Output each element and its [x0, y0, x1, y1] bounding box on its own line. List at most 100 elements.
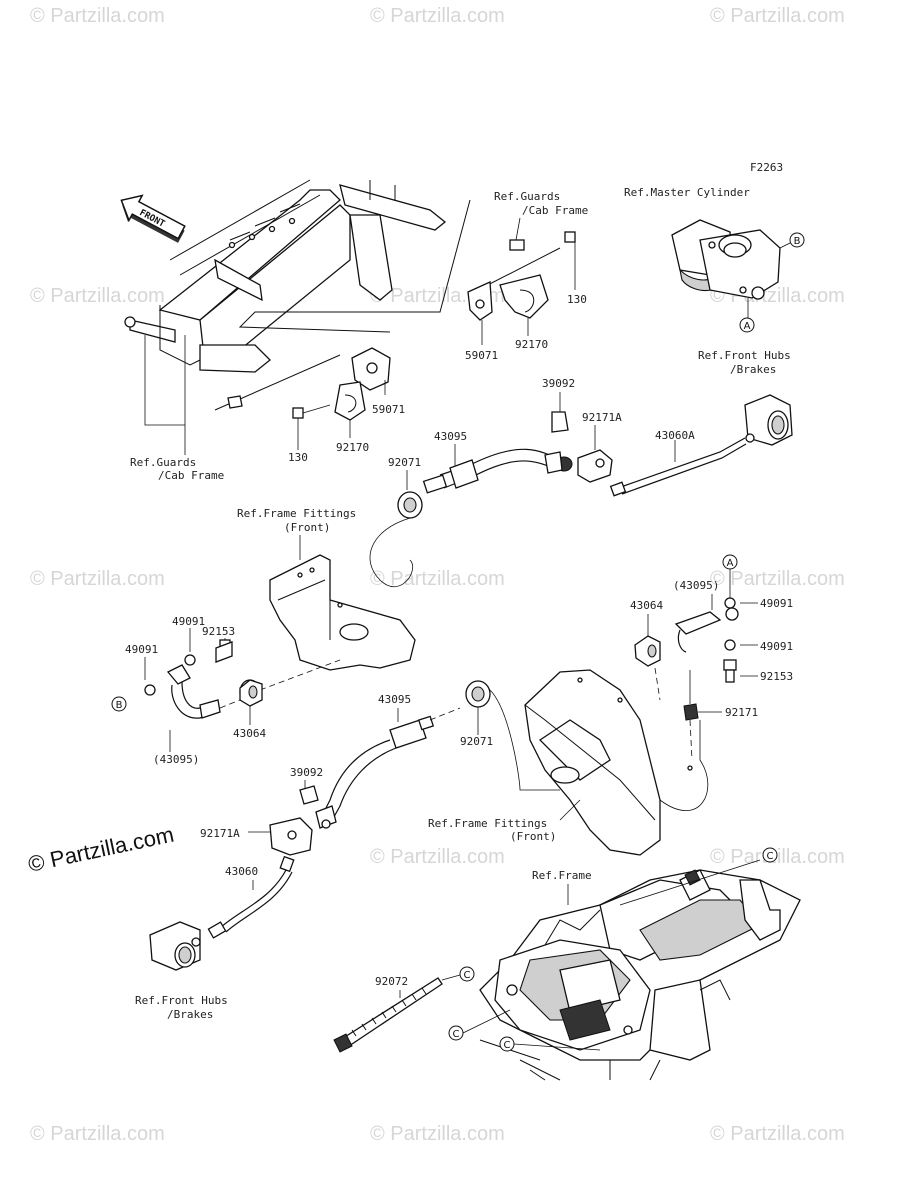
- part-label-43060: 43060: [225, 865, 258, 878]
- part-label-92170-top: 92170: [515, 338, 548, 351]
- clip-39092-top: [551, 411, 569, 433]
- watermark-text: © Partzilla.com: [30, 1123, 165, 1145]
- part-label-92171a-mid: 92171A: [200, 827, 240, 840]
- grommet-92071-mid: [465, 680, 491, 708]
- ref-front-hubs-top-2: /Brakes: [730, 363, 776, 376]
- part-label-43095-right: (43095): [673, 579, 719, 592]
- ref-frame: Ref.Frame: [532, 869, 592, 882]
- brake-hose-43095-left: [166, 664, 241, 719]
- callout-c-top: [762, 847, 778, 863]
- bolt-92153-right: [723, 659, 737, 683]
- front-hub-caliper-bottom: [149, 921, 201, 971]
- ref-front-hubs-top: Ref.Front Hubs: [698, 349, 791, 362]
- part-label-59071-mid: 59071: [372, 403, 405, 416]
- part-label-49091-right-a: 49091: [760, 597, 793, 610]
- front-hub-caliper-top: [744, 394, 793, 446]
- callout-b-top: [789, 232, 805, 248]
- part-label-92170-mid: 92170: [336, 441, 369, 454]
- frame-fitting-right-drawing: [524, 669, 693, 856]
- brake-hose-43095-top: [422, 448, 573, 494]
- part-label-49091-left-b: 49091: [125, 643, 158, 656]
- watermark-text: © Partzilla.com: [710, 846, 845, 868]
- watermark-text: © Partzilla.com: [30, 5, 165, 27]
- watermark-large: © Partzilla.com: [26, 822, 176, 877]
- callout-c-top-label: C: [767, 851, 774, 862]
- watermark-text: © Partzilla.com: [370, 1123, 505, 1145]
- grommet-43064-left: [239, 679, 263, 707]
- bolt-92153-top: [477, 239, 561, 291]
- watermark-text: © Partzilla.com: [710, 5, 845, 27]
- bracket-92171a-top: [577, 449, 613, 483]
- watermark-text: © Partzilla.com: [370, 5, 505, 27]
- watermark-text: © Partzilla.com: [370, 568, 505, 590]
- ref-front-hubs-bottom-2: /Brakes: [167, 1008, 213, 1021]
- part-label-39092-top: 39092: [542, 377, 575, 390]
- washer-49091-right-a: [724, 597, 736, 609]
- clamp-59071-mid: [351, 347, 391, 391]
- ref-guards-cab-frame-top-2: /Cab Frame: [522, 204, 588, 217]
- cable-tie-92072: [333, 977, 443, 1053]
- watermark-text: © Partzilla.com: [30, 285, 165, 307]
- callout-c-mid-label: C: [464, 970, 471, 981]
- part-label-130-top: 130: [567, 293, 587, 306]
- front-arrow-icon: FRONT: [120, 194, 186, 243]
- grommet-92071-top: [397, 491, 423, 519]
- clip-92171-right: [683, 703, 699, 721]
- part-label-130-mid: 130: [288, 451, 308, 464]
- callout-a-right-label: A: [727, 558, 734, 569]
- watermark-text: © Partzilla.com: [710, 1123, 845, 1145]
- ref-frame-fittings-left-2: (Front): [284, 521, 330, 534]
- brake-hose-43095-right: [674, 607, 739, 653]
- part-label-43064-right: 43064: [630, 599, 663, 612]
- part-label-92171a-top: 92171A: [582, 411, 622, 424]
- master-cylinder-drawing: [671, 219, 781, 300]
- washer-49091-left-b: [144, 684, 156, 696]
- clamp-59071-top: [467, 281, 493, 321]
- ref-guards-cab-frame-left-2: /Cab Frame: [158, 469, 224, 482]
- grommet-43064-right: [634, 635, 661, 667]
- bracket-92171a-mid: [269, 817, 313, 856]
- part-label-43064-left: 43064: [233, 727, 266, 740]
- callout-a-top: [739, 317, 755, 333]
- ref-master-cylinder: Ref.Master Cylinder: [624, 186, 750, 199]
- part-label-92171-right: 92171: [725, 706, 758, 719]
- part-label-49091-left-a: 49091: [172, 615, 205, 628]
- part-label-43095-left: (43095): [153, 753, 199, 766]
- part-label-49091-right-b: 49091: [760, 640, 793, 653]
- part-label-92153-left: 92153: [202, 625, 235, 638]
- part-label-43095-top: 43095: [434, 430, 467, 443]
- callout-c-mid: [459, 966, 475, 982]
- part-label-59071-top: 59071: [465, 349, 498, 362]
- brake-hose-43095-mid: [315, 707, 461, 829]
- callout-a-top-label: A: [744, 321, 751, 332]
- part-label-39092-mid: 39092: [290, 766, 323, 779]
- callout-c-bottom-left-label: C: [453, 1029, 460, 1040]
- ref-frame-fittings-right: Ref.Frame Fittings: [428, 817, 547, 830]
- ref-guards-cab-frame-left: Ref.Guards: [130, 456, 196, 469]
- part-label-92071-mid: 92071: [460, 735, 493, 748]
- watermark-text: © Partzilla.com: [30, 568, 165, 590]
- ref-front-hubs-bottom: Ref.Front Hubs: [135, 994, 228, 1007]
- part-label-43095-mid: 43095: [378, 693, 411, 706]
- bolt-130-top: [564, 231, 576, 243]
- guard-cab-frame-drawing: [124, 179, 471, 411]
- part-label-43060a: 43060A: [655, 429, 695, 442]
- clamp-92170-top: [499, 274, 549, 319]
- washer-49091-right-b: [724, 639, 736, 651]
- diagram-id: F2263: [750, 161, 783, 174]
- bolt-130-mid: [292, 407, 304, 419]
- ref-frame-fittings-right-2: (Front): [510, 830, 556, 843]
- clamp-92170-mid: [334, 381, 366, 421]
- watermark-text: © Partzilla.com: [370, 846, 505, 868]
- brake-line-43060: [207, 855, 295, 939]
- frame-fitting-left-drawing: [269, 554, 416, 671]
- main-frame-drawing: [479, 869, 801, 1081]
- watermark-text: © Partzilla.com: [710, 568, 845, 590]
- part-label-92153-right: 92153: [760, 670, 793, 683]
- ref-frame-fittings-left: Ref.Frame Fittings: [237, 507, 356, 520]
- brake-line-43060a: [609, 437, 747, 497]
- callout-b-left-label: B: [116, 700, 123, 711]
- clip-39092-mid: [299, 785, 319, 805]
